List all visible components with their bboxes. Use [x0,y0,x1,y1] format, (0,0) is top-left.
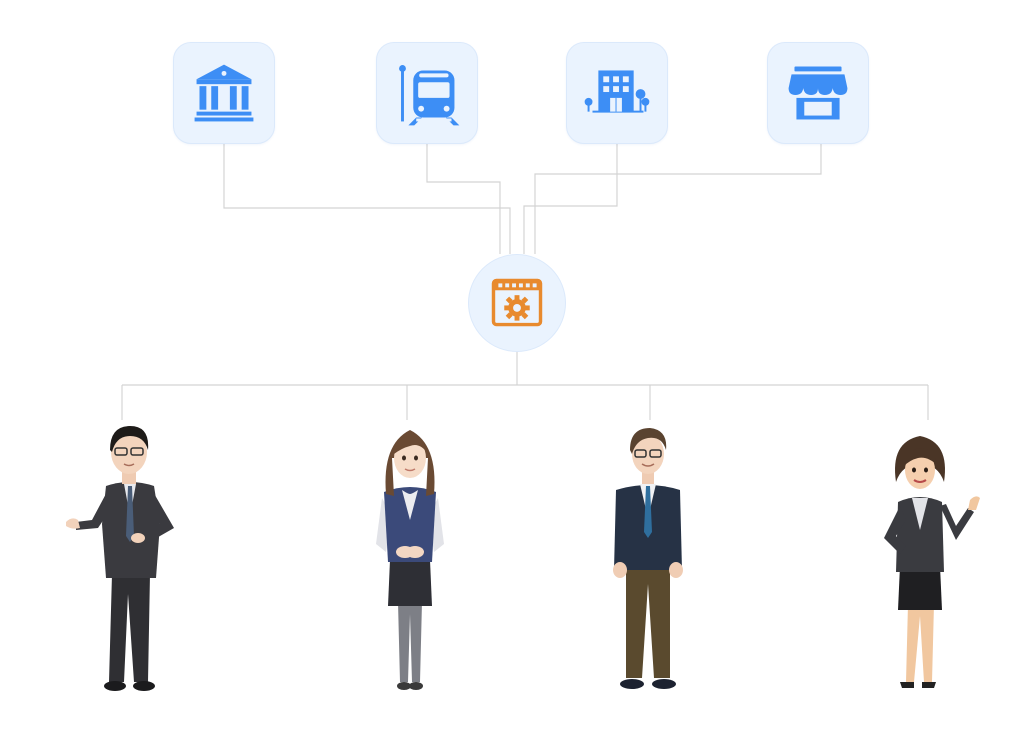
bank-icon [194,64,254,122]
businesswoman-icon [884,436,980,688]
connector-transit [426,144,501,254]
hub-node [468,254,566,352]
transit-tile [376,42,478,144]
businesswoman-standing [372,424,448,694]
connector-office [523,144,618,254]
businesswoman-icon [376,430,444,690]
businesswoman-gesturing [876,430,988,694]
businessman-glasses [608,424,688,694]
businessman-presenting [62,424,186,694]
storefront-icon [788,66,848,120]
bank-tile [173,42,275,144]
settings-window-icon [491,278,543,327]
train-icon [399,65,460,126]
store-tile [767,42,869,144]
office-tile [566,42,668,144]
office-building-icon [584,70,650,113]
connector-store [534,144,822,254]
businessman-icon [613,428,683,689]
connector-bank [223,144,511,254]
businessman-icon [66,426,174,691]
